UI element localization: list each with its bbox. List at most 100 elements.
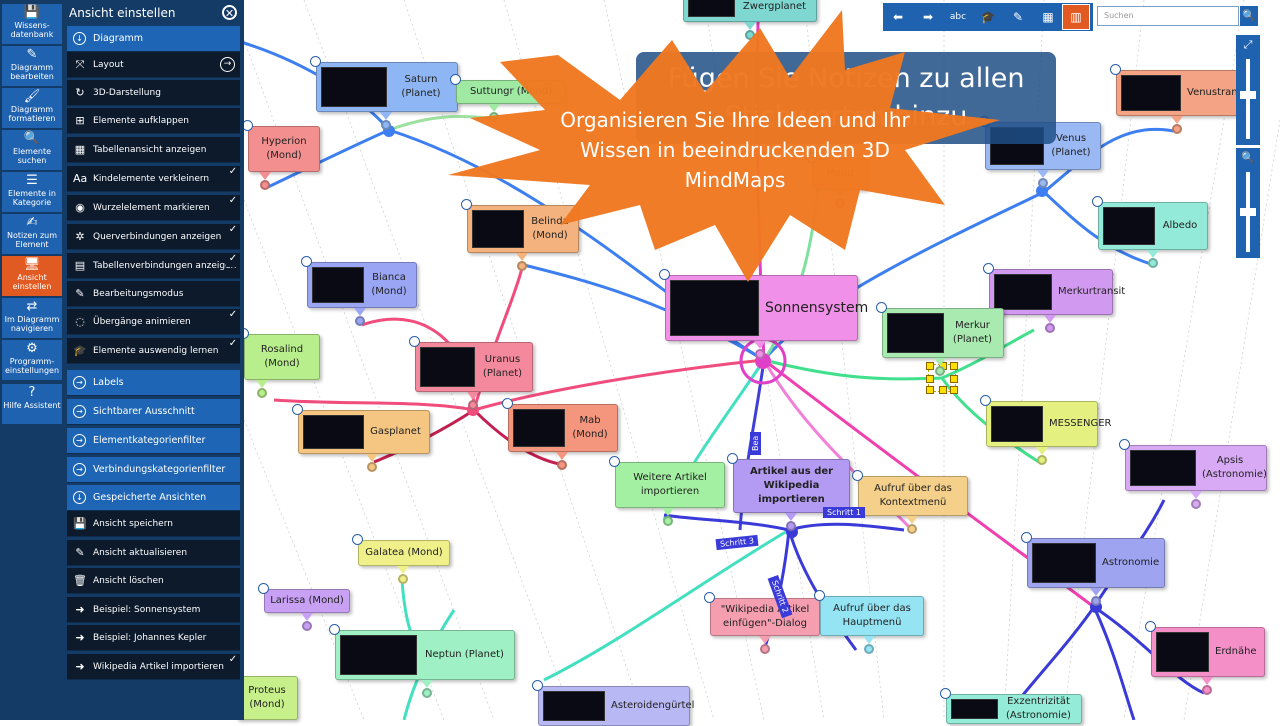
text-icon[interactable]: abc [949, 12, 967, 22]
globe-icon[interactable] [852, 470, 863, 481]
section-header-16[interactable]: ↓Gespeicherte Ansichten [67, 485, 240, 511]
globe-icon[interactable] [704, 592, 715, 603]
node-neptun[interactable]: Neptun (Planet) [335, 630, 515, 680]
rail-button-6[interactable]: 🖥Ansicht einstellen [2, 256, 62, 296]
node-gasplanet[interactable]: Gasplanet [298, 410, 430, 454]
globe-icon[interactable] [1145, 621, 1156, 632]
globe-icon[interactable] [814, 590, 825, 601]
globe-icon[interactable] [502, 398, 513, 409]
node-saturn[interactable]: Saturn (Planet) [316, 62, 458, 112]
back-icon[interactable]: ⬅ [892, 10, 904, 24]
globe-icon[interactable] [329, 624, 340, 635]
globe-icon[interactable] [310, 56, 321, 67]
section-header-12[interactable]: →Labels [67, 370, 240, 396]
panel-item-8[interactable]: ▤Tabellenverbindungen anzeigen✓ [67, 253, 240, 279]
globe-icon[interactable] [292, 404, 303, 415]
node-bianca[interactable]: Bianca (Mond) [307, 262, 417, 308]
fit-icon[interactable]: ⤢ [1243, 38, 1253, 51]
rail-button-4[interactable]: ☰Elemente in Kategorie [2, 172, 62, 212]
panel-item-11[interactable]: 🎓Elemente auswendig lernen✓ [67, 338, 240, 364]
globe-icon[interactable] [1092, 196, 1103, 207]
globe-icon[interactable] [727, 453, 738, 464]
globe-icon[interactable] [532, 680, 543, 691]
checkmark-icon[interactable]: ✓ [226, 338, 240, 352]
section-header-13[interactable]: →Sichtbarer Ausschnitt [67, 399, 240, 425]
pen-icon[interactable]: ✎ [1012, 10, 1024, 24]
globe-icon[interactable] [450, 74, 461, 85]
rail-button-3[interactable]: 🔍Elemente suchen [2, 130, 62, 170]
panel-item-9[interactable]: ✎Bearbeitungsmodus [67, 281, 240, 307]
panel-item-1[interactable]: ⤧Layout→ [67, 52, 240, 78]
globe-icon[interactable] [940, 688, 951, 699]
globe-icon[interactable] [409, 336, 420, 347]
fit-slider[interactable]: ⤢ [1236, 35, 1260, 145]
node-mab[interactable]: Mab (Mond) [508, 404, 618, 452]
globe-icon[interactable] [876, 302, 887, 313]
panel-icon[interactable]: ▥ [1062, 4, 1090, 30]
node-zwergplanet[interactable]: Zwergplanet [683, 0, 817, 22]
globe-icon[interactable] [1021, 532, 1032, 543]
slider-knob[interactable] [1240, 208, 1256, 216]
node-albedo[interactable]: Albedo [1098, 202, 1208, 250]
globe-icon[interactable] [609, 456, 620, 467]
node-messenger[interactable]: MESSENGER [986, 401, 1111, 447]
panel-item-7[interactable]: ✲Querverbindungen anzeigen✓ [67, 224, 240, 250]
node-merkur[interactable]: Merkur (Planet) [882, 308, 1004, 358]
panel-item-6[interactable]: ◉Wurzelelement markieren✓ [67, 195, 240, 221]
slider-knob[interactable] [1240, 91, 1256, 99]
globe-icon[interactable] [983, 263, 994, 274]
checkmark-icon[interactable]: ✓ [226, 224, 240, 238]
rail-button-7[interactable]: ⇄Im Diagramm navigieren [2, 298, 62, 338]
selection-handles[interactable] [926, 362, 958, 394]
rail-button-0[interactable]: 💾Wissens-datenbank [2, 4, 62, 44]
rail-button-8[interactable]: ⚙Programm-einstellungen [2, 340, 62, 380]
globe-icon[interactable] [301, 256, 312, 267]
node-suttungr[interactable]: Suttungr (Mond) [456, 80, 566, 104]
node-merkurtransit[interactable]: Merkurtransit [989, 269, 1125, 315]
grid-icon[interactable]: ▦ [1042, 10, 1054, 24]
node-wikiimport[interactable]: Artikel aus der Wikipedia importieren [733, 459, 850, 513]
globe-icon[interactable] [980, 395, 991, 406]
section-header-0[interactable]: ↓Diagramm [67, 26, 240, 52]
node-galatea[interactable]: Galatea (Mond) [358, 540, 450, 566]
panel-item-4[interactable]: ▦Tabellenansicht anzeigen [67, 137, 240, 163]
panel-item-2[interactable]: ↻3D-Darstellung [67, 80, 240, 106]
globe-icon[interactable] [352, 534, 363, 545]
forward-icon[interactable]: ➡ [922, 10, 934, 24]
node-weitere[interactable]: Weitere Artikel importieren [615, 462, 725, 508]
node-exzentrizitat[interactable]: Exzentrizität (Astronomie) [946, 694, 1082, 724]
search-icon[interactable]: 🔍 [1240, 6, 1258, 26]
node-dialog[interactable]: "Wikipedia Artikel einfügen"-Dialog [710, 598, 820, 636]
panel-item-17[interactable]: 💾Ansicht speichern [67, 511, 240, 537]
checkmark-icon[interactable]: ✓ [226, 654, 240, 668]
learn-icon[interactable]: 🎓 [980, 10, 996, 24]
node-rosalind[interactable]: Rosalind (Mond) [244, 334, 320, 380]
arrow-right-icon[interactable]: → [220, 57, 235, 72]
panel-item-19[interactable]: 🗑Ansicht löschen [67, 568, 240, 594]
rail-button-2[interactable]: 🖌Diagramm formatieren [2, 88, 62, 128]
node-erdnahe[interactable]: Erdnähe [1151, 627, 1265, 677]
node-hauptmenu[interactable]: Aufruf über das Hauptmenü [820, 596, 924, 636]
panel-item-18[interactable]: ✎Ansicht aktualisieren [67, 540, 240, 566]
panel-item-21[interactable]: ➜Beispiel: Johannes Kepler [67, 625, 240, 651]
node-asteroiden[interactable]: Asteroidengürtel [538, 686, 694, 726]
node-sonnensystem[interactable]: Sonnensystem [665, 275, 868, 341]
checkmark-icon[interactable]: ✓ [226, 166, 240, 180]
node-venustransit[interactable]: Venustransit [1116, 70, 1250, 116]
section-header-15[interactable]: →Verbindungskategorienfilter [67, 457, 240, 483]
node-kontext[interactable]: Aufruf über das Kontextmenü [858, 476, 968, 516]
search-input[interactable]: Suchen [1097, 6, 1239, 26]
globe-icon[interactable] [659, 269, 670, 280]
checkmark-icon[interactable]: ✓ [226, 195, 240, 209]
node-astronomie[interactable]: Astronomie [1027, 538, 1165, 588]
section-header-14[interactable]: →Elementkategorienfilter [67, 428, 240, 454]
globe-icon[interactable] [1119, 439, 1130, 450]
node-belinda[interactable]: Belinda (Mond) [467, 205, 579, 253]
rail-button-1[interactable]: ✎Diagramm bearbeiten [2, 46, 62, 86]
node-hyperion[interactable]: Hyperion (Mond) [248, 126, 320, 172]
rail-button-9[interactable]: ?Hilfe Assistent [2, 384, 62, 424]
globe-icon[interactable] [258, 583, 269, 594]
checkmark-icon[interactable]: ✓ [226, 309, 240, 323]
rail-button-5[interactable]: ✍Notizen zum Element [2, 214, 62, 254]
